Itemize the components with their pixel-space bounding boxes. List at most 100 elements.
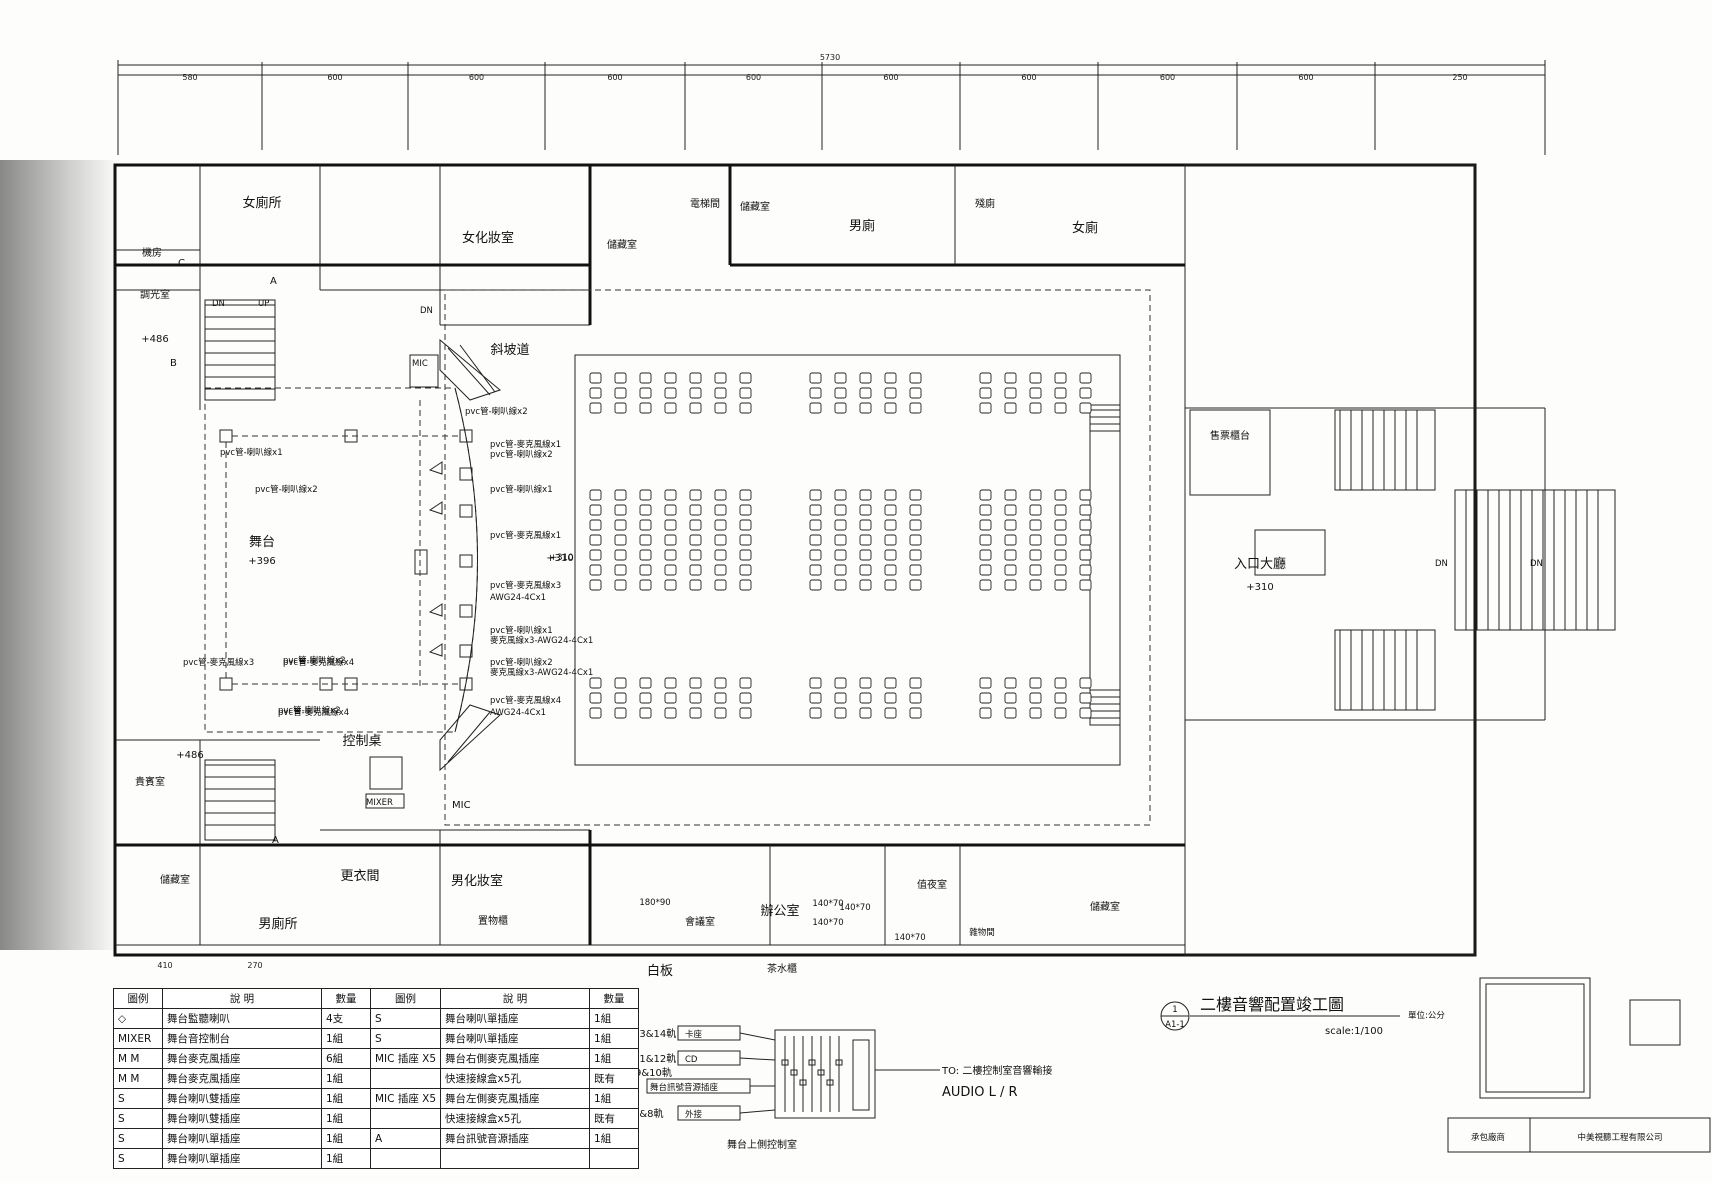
seat xyxy=(589,489,602,501)
mic-box-top-icon xyxy=(409,354,439,388)
dimension-segment: 600 xyxy=(1298,73,1313,82)
right-stairs xyxy=(1189,409,1616,711)
seat xyxy=(859,504,872,516)
seat xyxy=(809,519,822,531)
seat xyxy=(834,387,847,399)
seat xyxy=(1079,534,1092,546)
channel-9-10-source: 舞台訊號音源插座 xyxy=(650,1082,719,1093)
room-mens-toilet: 男廁 xyxy=(849,218,875,234)
seat xyxy=(909,564,922,576)
seat xyxy=(1029,707,1042,719)
legend-header: 說 明 xyxy=(440,988,591,1009)
legend-cell-desc1: 舞台麥克風插座 xyxy=(162,1048,322,1069)
seat xyxy=(689,387,702,399)
monitor-speaker-icon xyxy=(428,643,443,657)
contractor-label: 承包廠商 xyxy=(1471,1132,1505,1143)
seat xyxy=(1054,489,1067,501)
legend-cell-sym2 xyxy=(369,1108,442,1129)
legend-cell-qty1: 1組 xyxy=(321,1148,371,1169)
seat xyxy=(739,579,752,591)
seat xyxy=(809,402,822,414)
seat xyxy=(1004,387,1017,399)
seat xyxy=(1054,504,1067,516)
channel-9-10: 9&10軌 xyxy=(635,1066,672,1079)
seat xyxy=(1054,387,1067,399)
dimension-segment: 600 xyxy=(746,73,761,82)
legend-cell-qty1: 1組 xyxy=(321,1028,371,1049)
seat xyxy=(809,579,822,591)
mic-double-outlet-icon xyxy=(414,549,428,575)
dimension-total: 5730 xyxy=(820,53,840,62)
room-duty: 值夜室 xyxy=(917,878,947,891)
mixer-icon xyxy=(365,793,405,809)
seat xyxy=(834,372,847,384)
seat xyxy=(1004,504,1017,516)
sheet-ref: A1-1 xyxy=(1165,1020,1185,1030)
speaker-outlet-icon xyxy=(459,604,473,618)
seat xyxy=(664,372,677,384)
seat xyxy=(1079,579,1092,591)
seat xyxy=(884,707,897,719)
legend-header: 圖例 xyxy=(113,988,163,1009)
legend-header: 數量 xyxy=(321,988,371,1009)
seat xyxy=(739,677,752,689)
cable-annotation: pvc管-麥克風線x3 xyxy=(183,657,254,668)
seat xyxy=(859,387,872,399)
seat xyxy=(614,387,627,399)
room-storage-4: 儲藏室 xyxy=(1090,900,1120,913)
seat xyxy=(884,402,897,414)
seat xyxy=(714,707,727,719)
seat xyxy=(639,387,652,399)
seat xyxy=(714,519,727,531)
seat xyxy=(664,707,677,719)
legend-cell-qty2: 1組 xyxy=(589,1008,640,1029)
seat xyxy=(1079,504,1092,516)
cable-annotation: pvc管-喇叭線x2 xyxy=(283,655,346,666)
seat xyxy=(664,564,677,576)
seat xyxy=(639,402,652,414)
seat xyxy=(689,692,702,704)
mixer-console-icon xyxy=(774,1029,876,1119)
seat xyxy=(809,692,822,704)
seat xyxy=(909,677,922,689)
seat xyxy=(664,692,677,704)
seat xyxy=(909,372,922,384)
seat xyxy=(1079,549,1092,561)
legend-cell-qty2: 既有 xyxy=(589,1108,640,1129)
dimension-segment: 600 xyxy=(469,73,484,82)
seat xyxy=(689,504,702,516)
seat xyxy=(859,564,872,576)
seat xyxy=(589,372,602,384)
output-audio: AUDIO L / R xyxy=(942,1085,1018,1100)
seat xyxy=(1004,489,1017,501)
room-labels: 女廁所 女化妝室 機房 調光室 +486 儲藏室 電梯間 儲藏室 男廁 殘廁 女… xyxy=(135,195,1543,979)
seat xyxy=(714,692,727,704)
seat xyxy=(614,372,627,384)
legend-cell-qty2 xyxy=(589,1148,640,1169)
seat xyxy=(739,387,752,399)
contractor-name: 中美視聽工程有限公司 xyxy=(1577,1132,1662,1143)
speaker-outlet-icon xyxy=(459,467,473,481)
duty-table-size: 140*70 xyxy=(894,933,925,943)
seat xyxy=(639,677,652,689)
seat xyxy=(714,372,727,384)
seat xyxy=(979,372,992,384)
seat xyxy=(614,579,627,591)
seat xyxy=(809,549,822,561)
cable-annotation: pvc管-喇叭線x2 xyxy=(490,449,553,460)
legend-cell-sym2: S xyxy=(369,1028,442,1049)
seat xyxy=(834,692,847,704)
seat xyxy=(1004,564,1017,576)
channel-7-8-source: 外接 xyxy=(685,1109,703,1120)
seat xyxy=(1004,549,1017,561)
legend-cell-desc2: 舞台左側麥克風插座 xyxy=(440,1088,591,1109)
legend-cell-qty2: 既有 xyxy=(589,1068,640,1089)
seat xyxy=(739,489,752,501)
legend-cell-desc2 xyxy=(440,1148,591,1169)
dimension-segment: 600 xyxy=(883,73,898,82)
seat xyxy=(639,534,652,546)
cable-annotation: pvc管-喇叭線x1 xyxy=(220,447,283,458)
